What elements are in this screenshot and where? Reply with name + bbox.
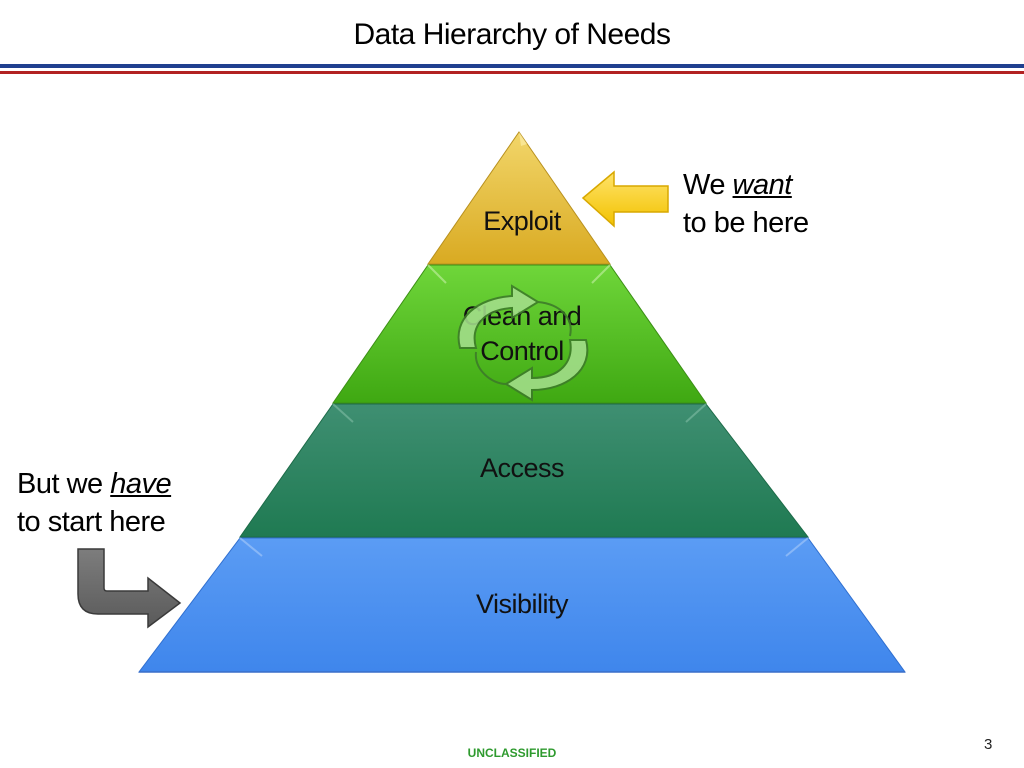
callout-want-line1: We want: [683, 166, 809, 204]
callout-want: We want to be here: [683, 166, 809, 242]
callout-have-line1: But we have: [17, 465, 172, 503]
want-arrow-icon: [581, 170, 669, 228]
slide-title: Data Hierarchy of Needs: [353, 18, 671, 51]
start-arrow-icon: [77, 548, 182, 629]
tier-label-visibility: Visibility: [476, 589, 569, 619]
tier-highlight: [519, 132, 527, 146]
pyramid-tier-clean-control: [332, 264, 707, 404]
callout-want-prefix: We: [683, 169, 733, 201]
callout-have-emphasis: have: [110, 468, 172, 500]
callout-want-emphasis: want: [732, 169, 793, 201]
title-rule-blue: [0, 64, 1024, 68]
callout-have: But we have to start here: [17, 465, 172, 541]
callout-want-line2: to be here: [683, 207, 809, 239]
callout-have-prefix: But we: [17, 468, 111, 500]
pyramid-tier-access: [239, 403, 810, 538]
title-rule-red: [0, 71, 1024, 74]
bevel-line: [685, 403, 707, 423]
page-number: 3: [984, 736, 993, 753]
tier-label-exploit: Exploit: [483, 206, 562, 236]
bevel-line: [332, 403, 354, 423]
bevel-line: [427, 264, 447, 284]
callout-have-line2: to start here: [17, 506, 166, 538]
bevel-line: [591, 264, 611, 284]
classification-label: UNCLASSIFIED: [467, 746, 557, 760]
tier-label-access: Access: [480, 453, 564, 483]
bevel-line: [239, 537, 263, 557]
bevel-line: [785, 537, 809, 557]
cycle-arrows-icon: [457, 284, 589, 402]
pyramid-tier-exploit: [427, 131, 611, 265]
tier-label-control: Control: [480, 336, 564, 366]
